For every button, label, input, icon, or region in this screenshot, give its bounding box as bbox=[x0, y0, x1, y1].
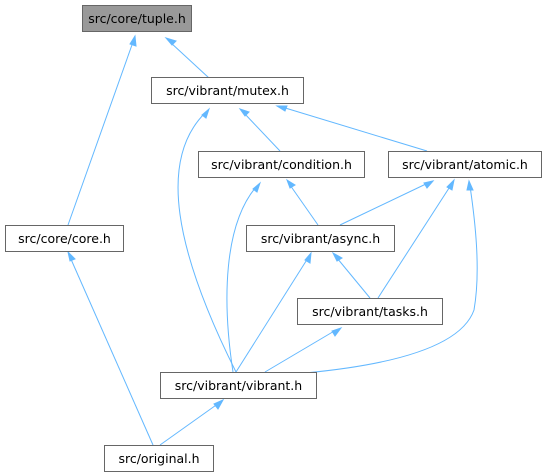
edge-tuple-to-core bbox=[67, 34, 137, 226]
edge-mutex-to-vibrant bbox=[177, 107, 237, 373]
edge-async-to-vibrant bbox=[235, 251, 312, 373]
edge-tasks-to-vibrant bbox=[264, 327, 343, 373]
edge-mutex-to-atomic bbox=[275, 105, 428, 152]
edge-condition-to-async bbox=[286, 178, 319, 226]
node-core[interactable]: src/core/core.h bbox=[5, 225, 124, 252]
edge-atomic-to-vibrant bbox=[304, 179, 478, 374]
edge-mutex-to-condition bbox=[238, 108, 281, 152]
node-mutex[interactable]: src/vibrant/mutex.h bbox=[151, 77, 304, 104]
node-label: src/vibrant/vibrant.h bbox=[175, 378, 302, 393]
node-atomic[interactable]: src/vibrant/atomic.h bbox=[388, 151, 542, 178]
node-async[interactable]: src/vibrant/async.h bbox=[246, 225, 395, 252]
node-label: src/vibrant/mutex.h bbox=[166, 83, 289, 98]
node-label: src/core/core.h bbox=[18, 231, 111, 246]
node-label: src/core/tuple.h bbox=[88, 11, 186, 26]
node-original[interactable]: src/original.h bbox=[104, 445, 214, 472]
edge-core-to-original bbox=[67, 250, 154, 446]
node-label: src/vibrant/condition.h bbox=[211, 157, 352, 172]
edge-vibrant-to-original bbox=[159, 398, 225, 446]
node-label: src/vibrant/atomic.h bbox=[402, 157, 528, 172]
node-label: src/original.h bbox=[118, 451, 199, 466]
edge-atomic-to-tasks bbox=[377, 178, 455, 299]
node-label: src/vibrant/async.h bbox=[261, 231, 380, 246]
edge-condition-to-vibrant bbox=[226, 181, 262, 373]
node-vibrant[interactable]: src/vibrant/vibrant.h bbox=[160, 372, 317, 399]
node-tuple[interactable]: src/core/tuple.h bbox=[82, 5, 192, 32]
node-tasks[interactable]: src/vibrant/tasks.h bbox=[297, 298, 443, 325]
edge-atomic-to-async bbox=[339, 180, 435, 226]
node-condition[interactable]: src/vibrant/condition.h bbox=[198, 151, 365, 178]
node-label: src/vibrant/tasks.h bbox=[312, 304, 428, 319]
edge-async-to-tasks bbox=[331, 251, 371, 299]
